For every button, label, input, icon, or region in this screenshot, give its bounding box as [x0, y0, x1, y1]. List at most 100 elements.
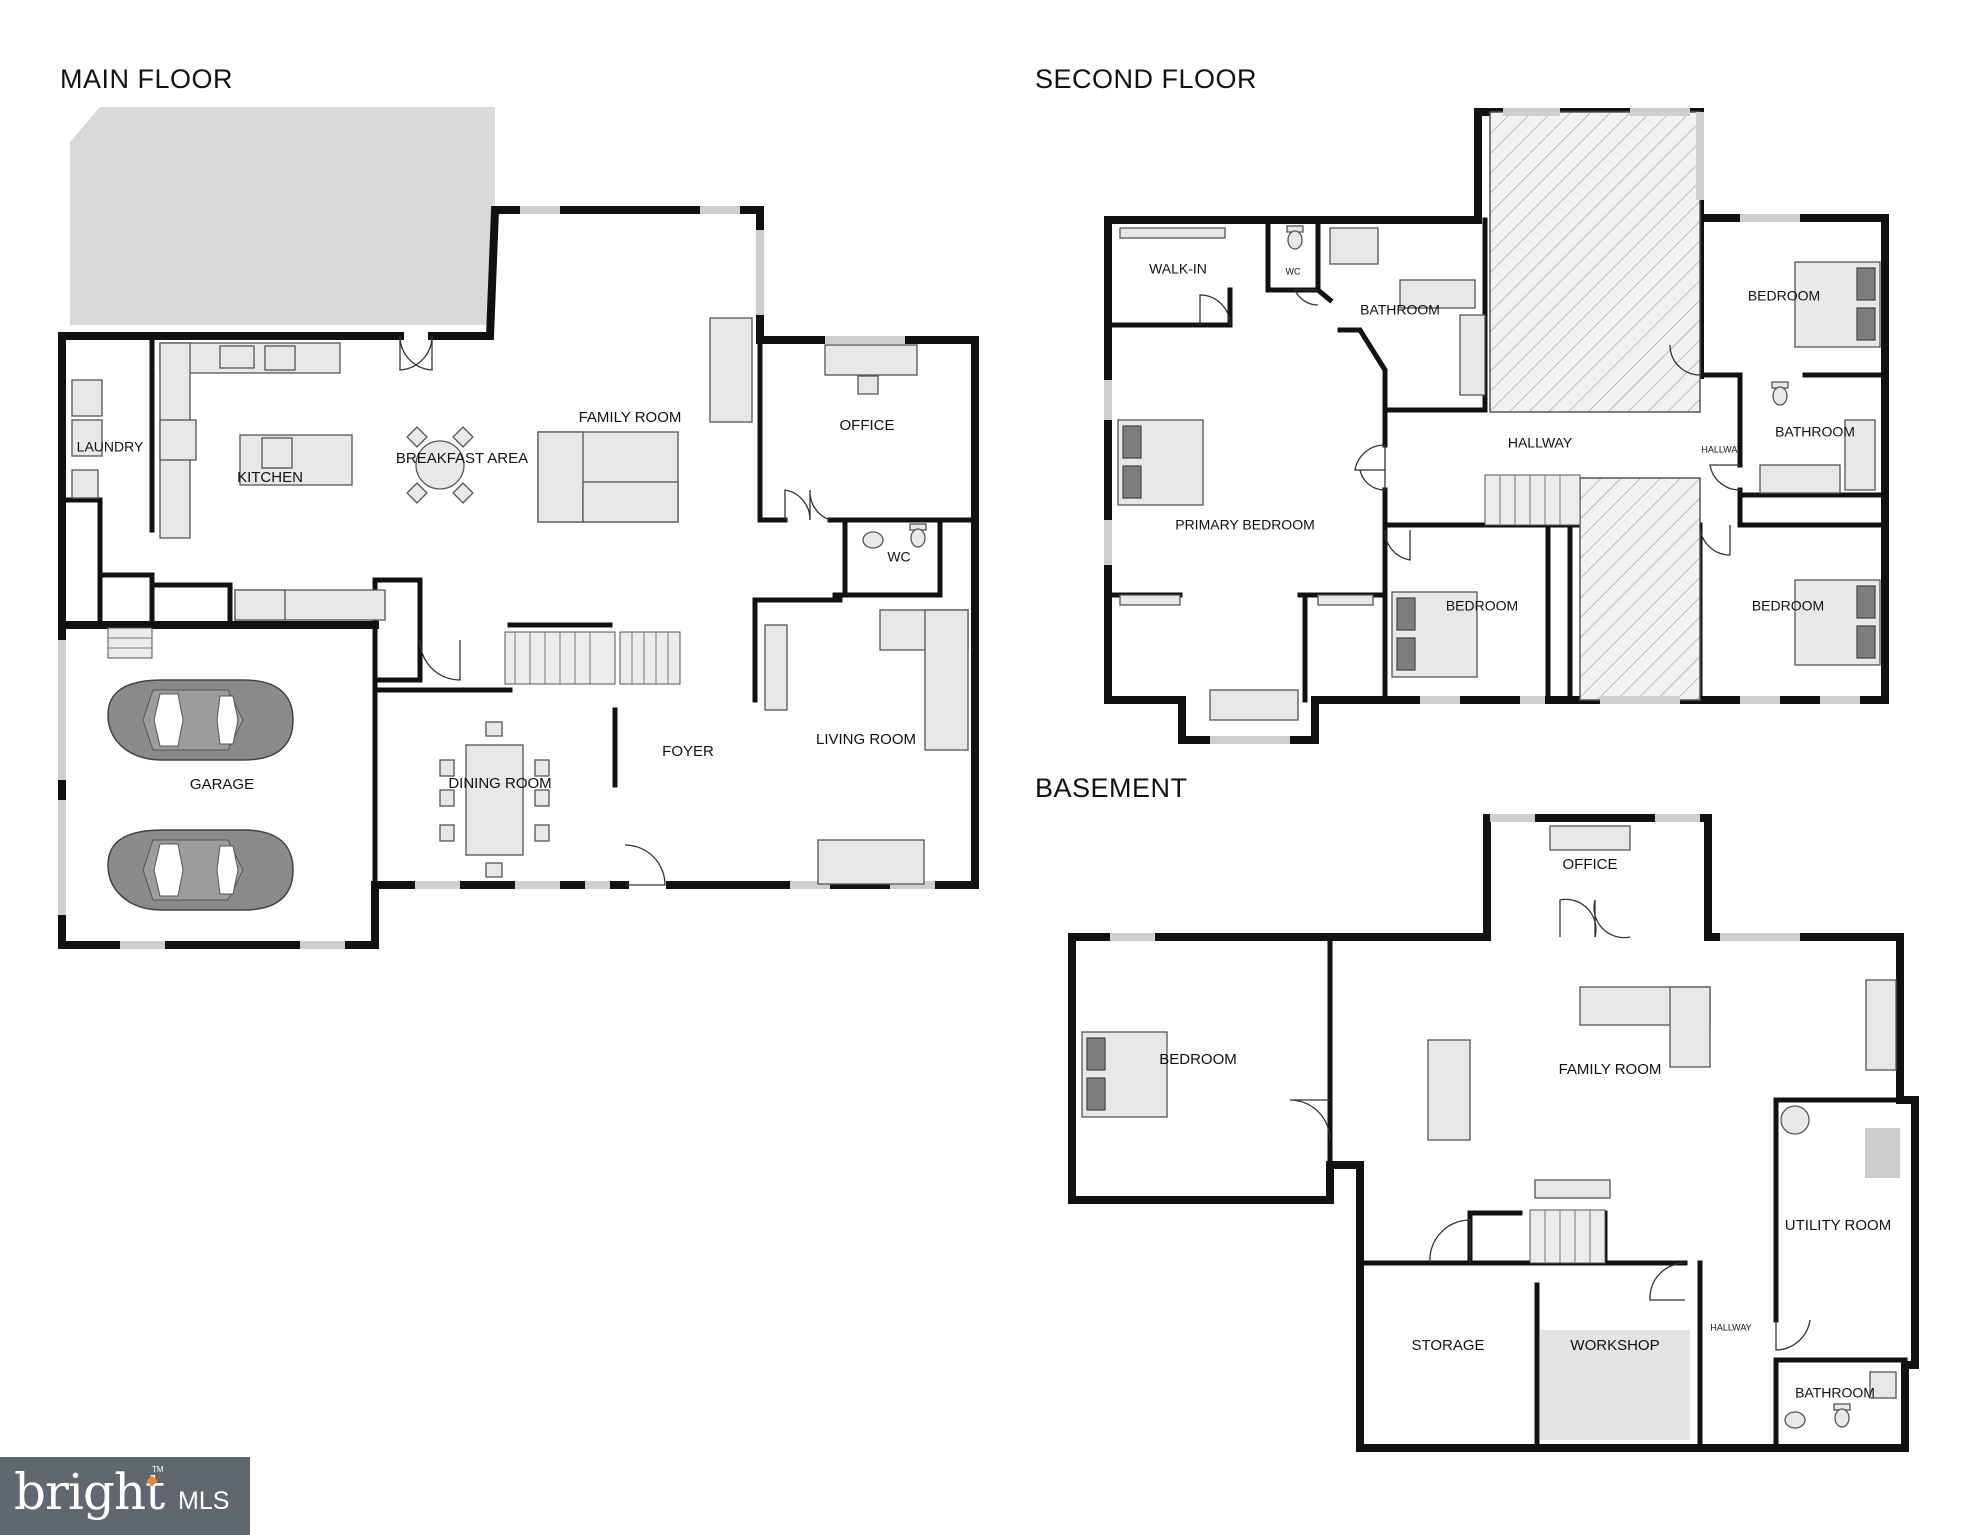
- main-stair-icon: [107, 627, 681, 685]
- room-label-storage: STORAGE: [1411, 1337, 1484, 1354]
- basement-stair-icon: [1529, 1209, 1606, 1264]
- basement-floor: BASEMENT: [1035, 773, 1919, 1452]
- room-label-wc: WC: [887, 549, 910, 565]
- room-label-bedroom: BEDROOM: [1446, 598, 1518, 614]
- bed-icon: [1081, 1031, 1168, 1118]
- room-label-bedroom: BEDROOM: [1748, 288, 1820, 304]
- room-label-office: OFFICE: [840, 417, 895, 434]
- room-label-workshop: WORKSHOP: [1570, 1337, 1659, 1354]
- room-label-wc: WC: [1286, 266, 1301, 276]
- room-label-primary-bedroom: PRIMARY BEDROOM: [1175, 517, 1315, 533]
- room-label-hallway: HALLWAY: [1508, 435, 1573, 451]
- door-swing-icon: [1559, 898, 1597, 938]
- door-swing-icon: [1775, 1319, 1811, 1351]
- sink-icon: [1784, 1411, 1806, 1429]
- deck-area: [70, 107, 495, 325]
- room-label-family-room: FAMILY ROOM: [1559, 1061, 1662, 1078]
- room-label-bedroom: BEDROOM: [1159, 1051, 1237, 1068]
- logo-mls-text: MLS: [178, 1487, 230, 1515]
- door-swing-icon: [1699, 524, 1731, 556]
- basement-windows: [1110, 814, 1800, 941]
- second-floor-furniture: [1117, 225, 1881, 721]
- second-floor-doors: [1199, 289, 1741, 561]
- desk-icon: [1865, 979, 1897, 1071]
- breakfast-table-icon: [406, 426, 474, 504]
- basement-doors: [1289, 898, 1811, 1351]
- main-floor: MAIN FLOOR: [58, 64, 979, 949]
- desk-icon: [1549, 825, 1631, 851]
- sectional-sofa-icon: [1579, 986, 1711, 1068]
- door-swing-icon: [1649, 1262, 1686, 1301]
- logo-trademark: TM: [152, 1465, 164, 1474]
- door-swing-icon: [1593, 899, 1631, 939]
- basement-title: BASEMENT: [1035, 773, 1188, 803]
- door-swing-icon: [1199, 294, 1231, 326]
- kitchen-counter-icon: [159, 342, 386, 621]
- basement-furniture: [1081, 825, 1900, 1440]
- room-label-bathroom: BATHROOM: [1775, 424, 1855, 440]
- basement-labels: OFFICE BEDROOM FAMILY ROOM UTILITY ROOM …: [1159, 856, 1891, 1401]
- laundry-machines-icon: [71, 379, 103, 499]
- sofa-icon: [1427, 1039, 1471, 1141]
- room-label-bedroom: BEDROOM: [1752, 598, 1824, 614]
- door-swing-icon: [624, 844, 666, 886]
- closet-rod-icon: [1119, 594, 1181, 606]
- open-to-below-area: [1489, 111, 1701, 413]
- shower-icon: [1329, 227, 1379, 265]
- main-floor-labels: LAUNDRY KITCHEN BREAKFAST AREA FAMILY RO…: [77, 409, 916, 793]
- closet-rod-icon: [1119, 227, 1226, 239]
- bathtub-icon: [1844, 419, 1876, 491]
- door-swing-icon: [1669, 344, 1701, 376]
- wc-fixtures-icon: [862, 523, 927, 549]
- shower-icon: [1869, 1371, 1897, 1399]
- room-label-family-room: FAMILY ROOM: [579, 409, 682, 426]
- bright-mls-logo: bright TM MLS: [0, 1457, 250, 1535]
- bed-icon: [1794, 579, 1881, 666]
- door-swing-icon: [809, 489, 831, 521]
- toilet-icon: [1286, 225, 1304, 250]
- bed-icon: [1794, 261, 1881, 348]
- open-to-below-area: [1579, 477, 1701, 701]
- room-label-kitchen: KITCHEN: [237, 469, 303, 486]
- second-floor-labels: WALK-IN WC BATHROOM BEDROOM HALLWAY HALL…: [1149, 261, 1855, 614]
- room-label-hallway-small: HALLWAY: [1701, 444, 1742, 454]
- room-label-hallway: HALLWAY: [1710, 1322, 1751, 1332]
- sofa-icon: [1209, 689, 1299, 721]
- workbench-icon: [1540, 1330, 1690, 1440]
- door-swing-icon: [1354, 444, 1386, 471]
- vanity-icon: [1459, 314, 1486, 396]
- main-floor-doors: [399, 335, 831, 886]
- room-label-office: OFFICE: [1563, 856, 1618, 873]
- second-floor-title: SECOND FLOOR: [1035, 64, 1257, 94]
- bathtub-icon: [1399, 279, 1476, 309]
- family-sofa-icon: [537, 317, 753, 523]
- room-label-breakfast-area: BREAKFAST AREA: [396, 450, 528, 467]
- room-label-foyer: FOYER: [662, 743, 714, 760]
- main-floor-title: MAIN FLOOR: [60, 64, 233, 94]
- toilet-icon: [1833, 1403, 1851, 1428]
- main-floor-furniture: [71, 317, 969, 911]
- closet-rod-icon: [1317, 594, 1374, 606]
- room-label-utility-room: UTILITY ROOM: [1785, 1217, 1891, 1234]
- second-floor-windows: [1104, 108, 1860, 744]
- door-swing-icon: [399, 335, 433, 371]
- room-label-living-room: LIVING ROOM: [816, 731, 916, 748]
- second-stair-icon: [1484, 474, 1581, 526]
- water-heater-icon: [1780, 1105, 1810, 1135]
- room-label-dining-room: DINING ROOM: [448, 775, 551, 792]
- door-swing-icon: [1359, 445, 1386, 491]
- logo-wordmark: bright: [14, 1463, 165, 1521]
- second-floor: SECOND FLOOR: [1035, 64, 1889, 744]
- living-sofa-icon: [764, 609, 969, 885]
- room-label-bathroom: BATHROOM: [1360, 302, 1440, 318]
- door-swing-icon: [419, 639, 461, 681]
- furnace-icon: [1865, 1128, 1900, 1178]
- door-swing-icon: [1294, 289, 1319, 306]
- room-label-garage: GARAGE: [190, 776, 254, 793]
- door-swing-icon: [1289, 1099, 1331, 1141]
- door-swing-icon: [1384, 529, 1411, 561]
- vanity-icon: [1759, 464, 1841, 494]
- car-icon: [107, 829, 294, 911]
- door-swing-icon: [1709, 464, 1741, 491]
